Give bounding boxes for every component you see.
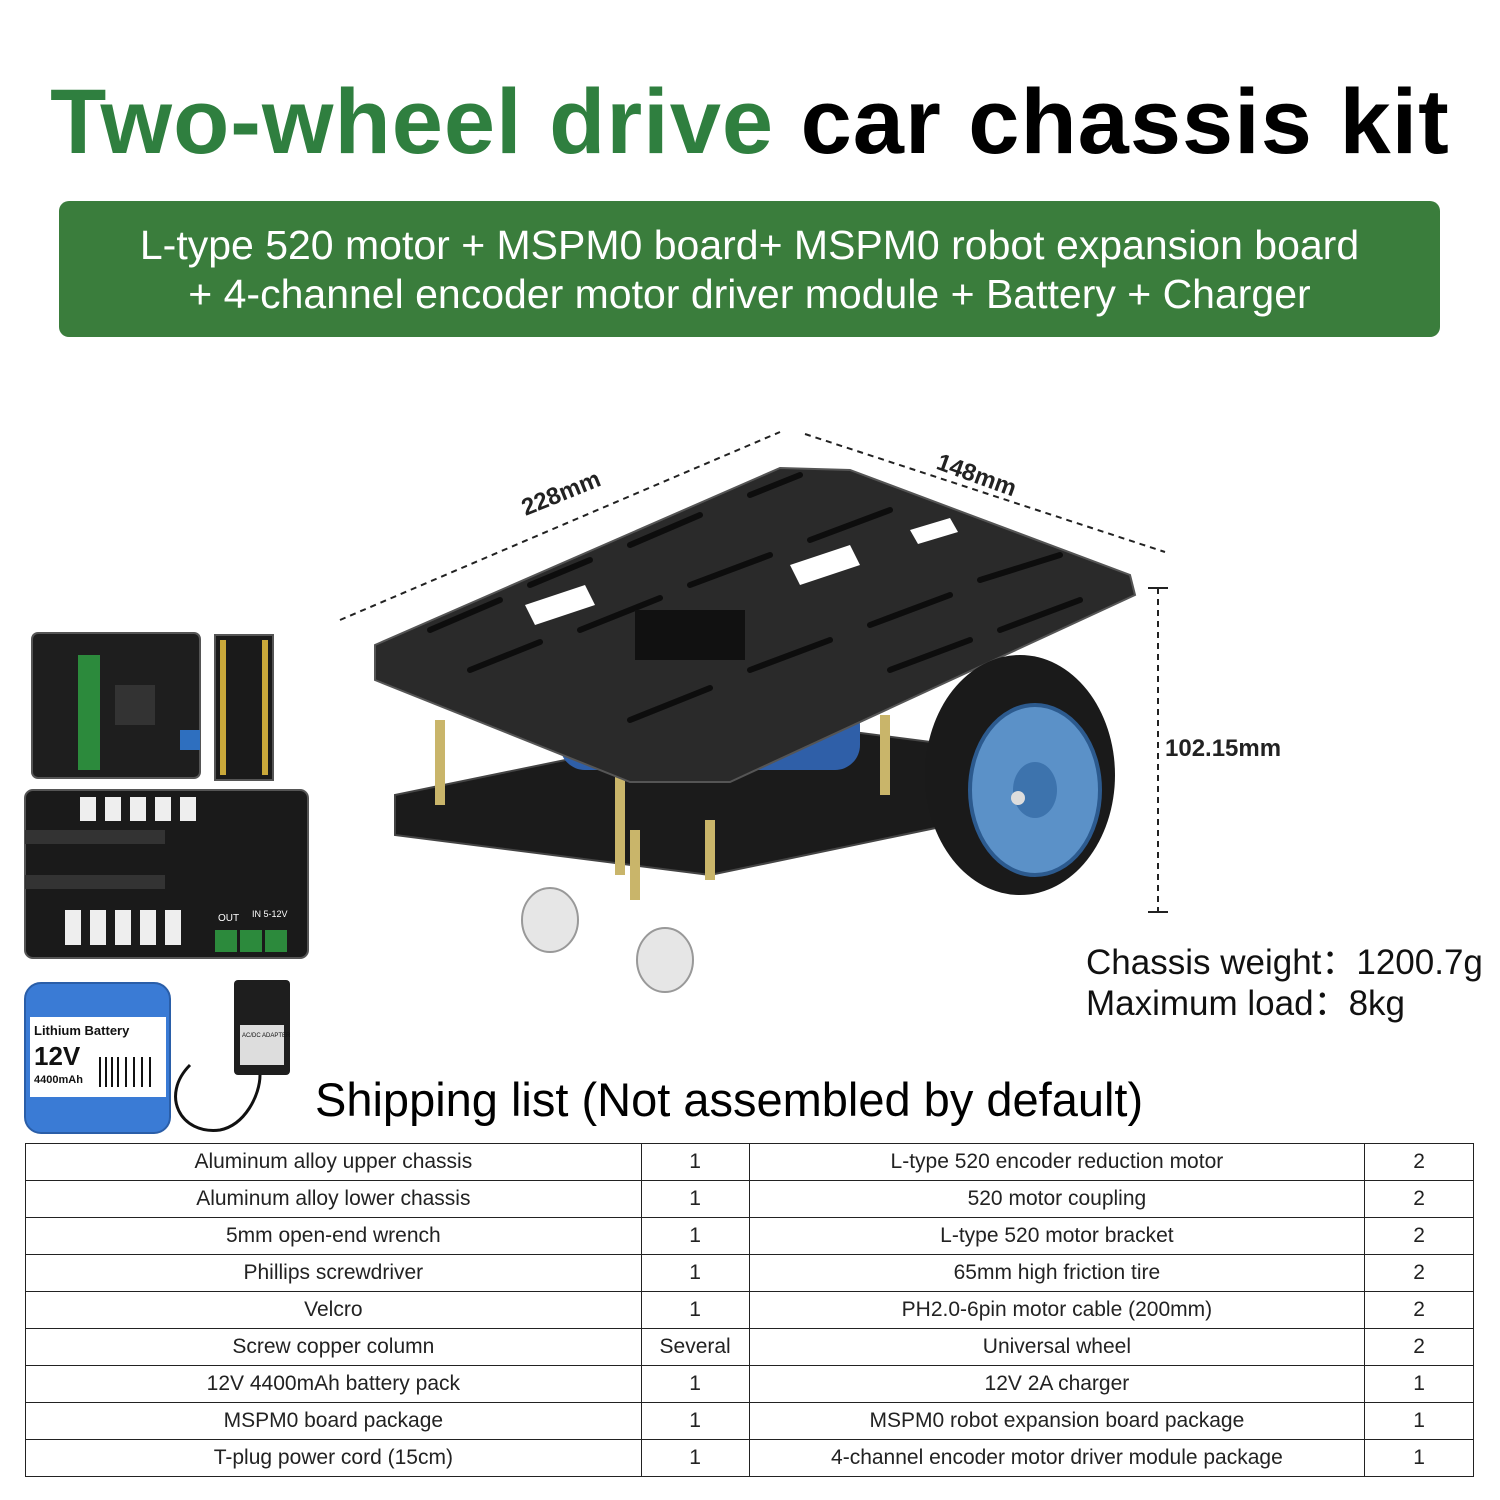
chassis-weight: Chassis weight：1200.7g bbox=[1086, 943, 1483, 982]
item-quantity: 1 bbox=[640, 1254, 750, 1292]
item-name: Screw copper column bbox=[25, 1328, 642, 1366]
item-quantity: 1 bbox=[1364, 1439, 1474, 1477]
item-name: 12V 4400mAh battery pack bbox=[25, 1365, 642, 1403]
chassis-illustration bbox=[339, 431, 1168, 993]
item-name: Aluminum alloy upper chassis bbox=[25, 1143, 642, 1181]
item-quantity: 1 bbox=[640, 1291, 750, 1329]
item-quantity: 2 bbox=[1364, 1328, 1474, 1366]
battery-voltage: 12V bbox=[34, 1041, 81, 1071]
driver-out-label: OUT bbox=[218, 913, 239, 924]
item-name: MSPM0 robot expansion board package bbox=[748, 1402, 1366, 1440]
item-name: 5mm open-end wrench bbox=[25, 1217, 642, 1255]
maximum-load: Maximum load：8kg bbox=[1086, 984, 1405, 1023]
item-name: L-type 520 motor bracket bbox=[748, 1217, 1366, 1255]
item-quantity: 1 bbox=[640, 1402, 750, 1440]
item-name: 12V 2A charger bbox=[748, 1365, 1366, 1403]
battery-label: Lithium Battery bbox=[34, 1023, 130, 1038]
item-name: L-type 520 encoder reduction motor bbox=[748, 1143, 1366, 1181]
item-quantity: 1 bbox=[640, 1143, 750, 1181]
item-quantity: Several bbox=[640, 1328, 750, 1366]
item-quantity: 1 bbox=[640, 1217, 750, 1255]
title-rest: car chassis kit bbox=[800, 71, 1450, 173]
item-name: 4-channel encoder motor driver module pa… bbox=[748, 1439, 1366, 1477]
item-name: 520 motor coupling bbox=[748, 1180, 1366, 1218]
item-quantity: 2 bbox=[1364, 1180, 1474, 1218]
item-name: T-plug power cord (15cm) bbox=[25, 1439, 642, 1477]
item-quantity: 2 bbox=[1364, 1217, 1474, 1255]
item-quantity: 1 bbox=[640, 1439, 750, 1477]
chassis-specs: Chassis weight：1200.7g Maximum load：8kg bbox=[1086, 942, 1483, 1024]
item-name: Velcro bbox=[25, 1291, 642, 1329]
item-quantity: 2 bbox=[1364, 1291, 1474, 1329]
banner-line-1: L-type 520 motor + MSPM0 board+ MSPM0 ro… bbox=[139, 222, 1360, 268]
battery-capacity: 4400mAh bbox=[34, 1074, 83, 1086]
height-dimension: 102.15mm bbox=[1165, 735, 1282, 762]
kit-contents-banner: L-type 520 motor + MSPM0 board+ MSPM0 ro… bbox=[59, 201, 1440, 337]
item-quantity: 1 bbox=[640, 1365, 750, 1403]
driver-in-label: IN 5-12V bbox=[252, 909, 288, 919]
item-quantity: 2 bbox=[1364, 1143, 1474, 1181]
components-illustration: OUT IN 5-12V Lithium Battery 12V 4400mAh… bbox=[24, 632, 309, 1134]
title-highlight: Two-wheel drive bbox=[50, 71, 775, 173]
item-quantity: 1 bbox=[1364, 1365, 1474, 1403]
shipping-list-title: Shipping list (Not assembled by default) bbox=[315, 1073, 1144, 1126]
item-quantity: 2 bbox=[1364, 1254, 1474, 1292]
item-quantity: 1 bbox=[640, 1180, 750, 1218]
item-quantity: 1 bbox=[1364, 1402, 1474, 1440]
item-name: Universal wheel bbox=[748, 1328, 1366, 1366]
item-name: Phillips screwdriver bbox=[25, 1254, 642, 1292]
banner-line-2: + 4-channel encoder motor driver module … bbox=[188, 271, 1311, 317]
item-name: PH2.0-6pin motor cable (200mm) bbox=[748, 1291, 1366, 1329]
page-title: Two-wheel drive car chassis kit bbox=[0, 70, 1500, 175]
item-name: MSPM0 board package bbox=[25, 1402, 642, 1440]
adapter-label: AC/DC ADAPTER bbox=[242, 1033, 291, 1039]
item-name: 65mm high friction tire bbox=[748, 1254, 1366, 1292]
item-name: Aluminum alloy lower chassis bbox=[25, 1180, 642, 1218]
